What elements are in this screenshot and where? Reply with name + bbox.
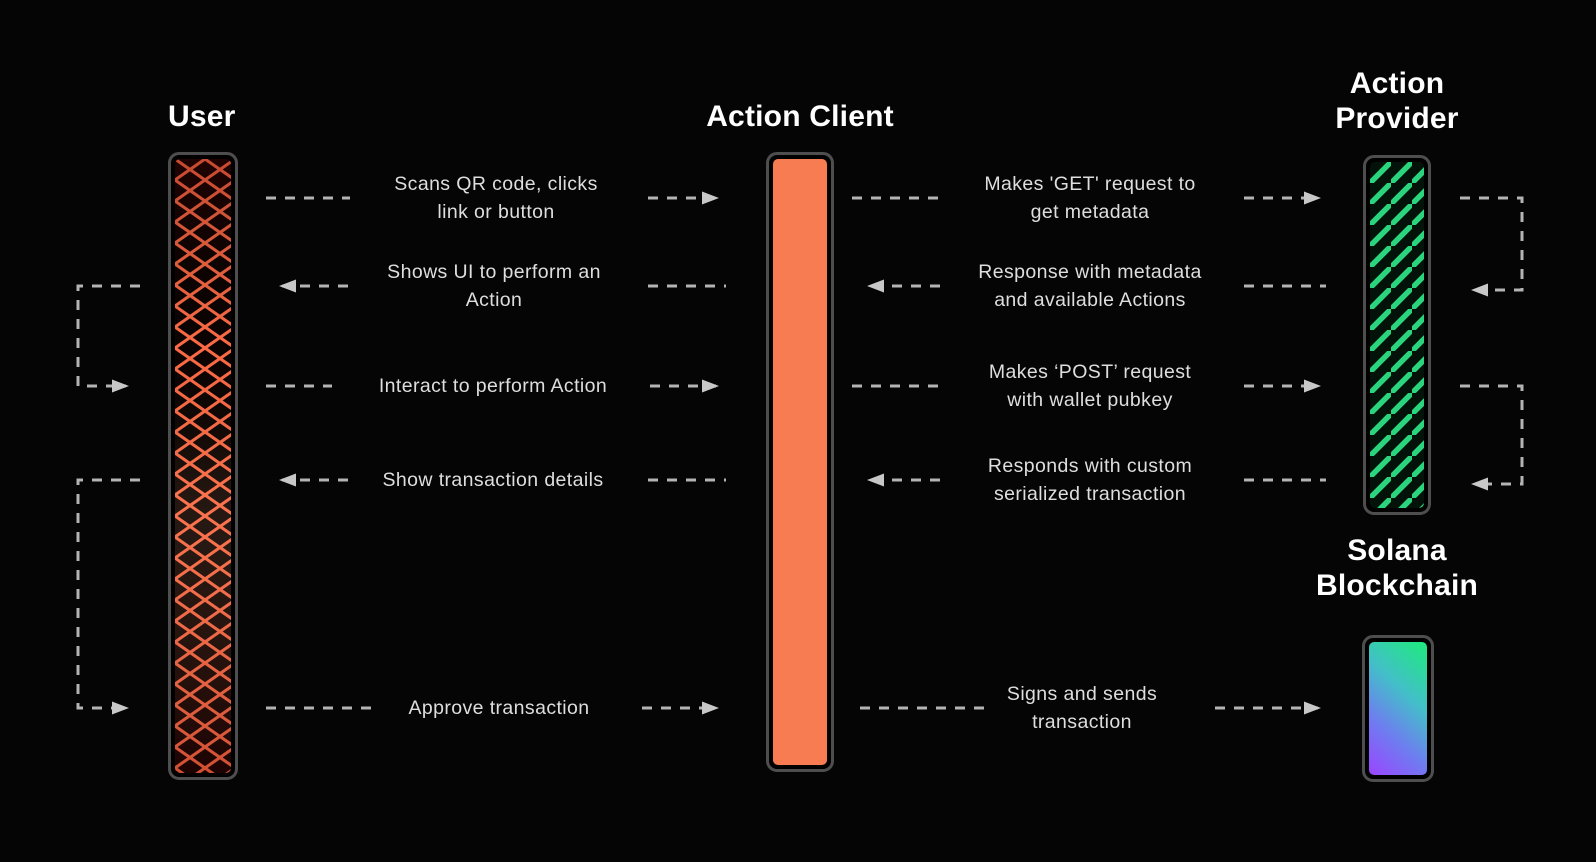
action-client-lifeline bbox=[766, 152, 834, 772]
actor-title-solana-blockchain: Solana Blockchain bbox=[1315, 534, 1479, 602]
message-label-post-request: Makes ‘POST’ request with wallet pubkey bbox=[988, 361, 1192, 411]
actor-title-user: User bbox=[168, 100, 236, 133]
solana-gradient-fill bbox=[1369, 642, 1427, 775]
action-provider-stripe-pattern bbox=[1370, 162, 1424, 508]
user-self-loops bbox=[76, 284, 140, 715]
action-provider-lifeline bbox=[1363, 155, 1431, 515]
actor-title-action-provider: Action Provider bbox=[1335, 67, 1459, 135]
message-label-show-details: Show transaction details bbox=[382, 469, 604, 491]
message-label-signs-sends: Signs and sends transaction bbox=[1006, 683, 1158, 733]
message-label-interact: Interact to perform Action bbox=[378, 375, 608, 397]
user-crosshatch-pattern bbox=[175, 159, 231, 773]
message-label-response-metadata: Response with metadata and available Act… bbox=[978, 261, 1202, 311]
user-lifeline bbox=[168, 152, 238, 780]
message-label-shows-ui: Shows UI to perform an Action bbox=[387, 261, 601, 311]
action-client-bar bbox=[773, 159, 827, 765]
message-label-get-request: Makes 'GET' request to get metadata bbox=[984, 173, 1196, 223]
actor-title-action-client: Action Client bbox=[706, 100, 894, 133]
action-provider-self-loops bbox=[1460, 196, 1524, 491]
message-label-scan-qr: Scans QR code, clicks link or button bbox=[394, 173, 598, 223]
message-label-approve: Approve transaction bbox=[408, 697, 590, 719]
solana-blockchain-node bbox=[1362, 635, 1434, 782]
message-label-responds-serialized: Responds with custom serialized transact… bbox=[987, 455, 1193, 505]
